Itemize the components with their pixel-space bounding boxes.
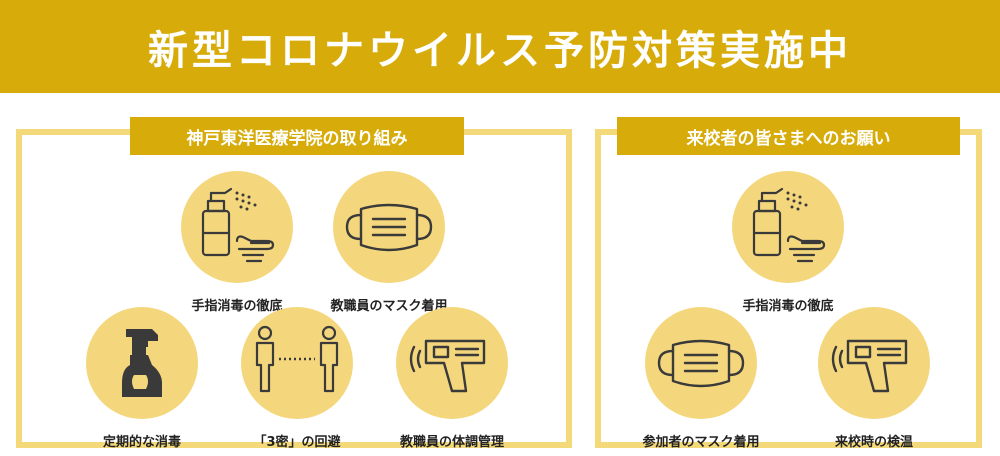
icon-circle xyxy=(86,307,198,419)
item-label: 来校時の検温 xyxy=(834,435,913,450)
thermometer-gun-icon xyxy=(831,339,908,393)
icon-circle xyxy=(181,171,293,283)
sanitizer-hand-icon xyxy=(201,187,275,263)
left-item-mask: 教職員のマスク着用 xyxy=(314,171,464,314)
item-label: 定期的な消毒 xyxy=(102,435,181,450)
thermometer-gun-icon xyxy=(409,339,486,393)
item-label: 教職員のマスク着用 xyxy=(330,299,448,314)
item-label: 手指消毒の徹底 xyxy=(191,299,283,314)
left-panel: 神戸東洋医療学院の取り組み xyxy=(16,117,572,450)
mask-icon xyxy=(657,339,745,388)
icon-circle xyxy=(818,307,930,419)
right-item-mask: 参加者のマスク着用 xyxy=(626,307,776,450)
icon-circle xyxy=(645,307,757,419)
icon-circle xyxy=(732,171,844,283)
right-panel-header: 来校者の皆さまへのお願い xyxy=(617,117,960,155)
item-label: 教職員の体調管理 xyxy=(399,435,504,450)
left-panel-header: 神戸東洋医療学院の取り組み xyxy=(130,117,464,155)
top-banner: 新型コロナウイルス予防対策実施中 xyxy=(0,0,1000,93)
icon-circle xyxy=(241,307,353,419)
item-label: 「3密」の回避 xyxy=(253,435,341,450)
spray-bottle-icon xyxy=(122,329,162,397)
right-item-temperature: 来校時の検温 xyxy=(799,307,949,450)
banner-title: 新型コロナウイルス予防対策実施中 xyxy=(148,27,852,74)
left-item-disinfect: 定期的な消毒 xyxy=(67,307,217,450)
social-distance-icon xyxy=(255,325,339,393)
icon-circle xyxy=(396,307,508,419)
right-panel: 来校者の皆さまへのお願い xyxy=(595,117,982,450)
left-item-health-check: 教職員の体調管理 xyxy=(377,307,527,450)
mask-icon xyxy=(345,203,433,252)
right-item-hand-sanitize: 手指消毒の徹底 xyxy=(713,171,863,314)
item-label: 参加者のマスク着用 xyxy=(642,435,760,450)
icon-circle xyxy=(333,171,445,283)
left-item-avoid-3c: 「3密」の回避 xyxy=(222,307,372,450)
item-label: 手指消毒の徹底 xyxy=(742,299,834,314)
sanitizer-hand-icon xyxy=(752,187,826,263)
left-item-hand-sanitize: 手指消毒の徹底 xyxy=(162,171,312,314)
